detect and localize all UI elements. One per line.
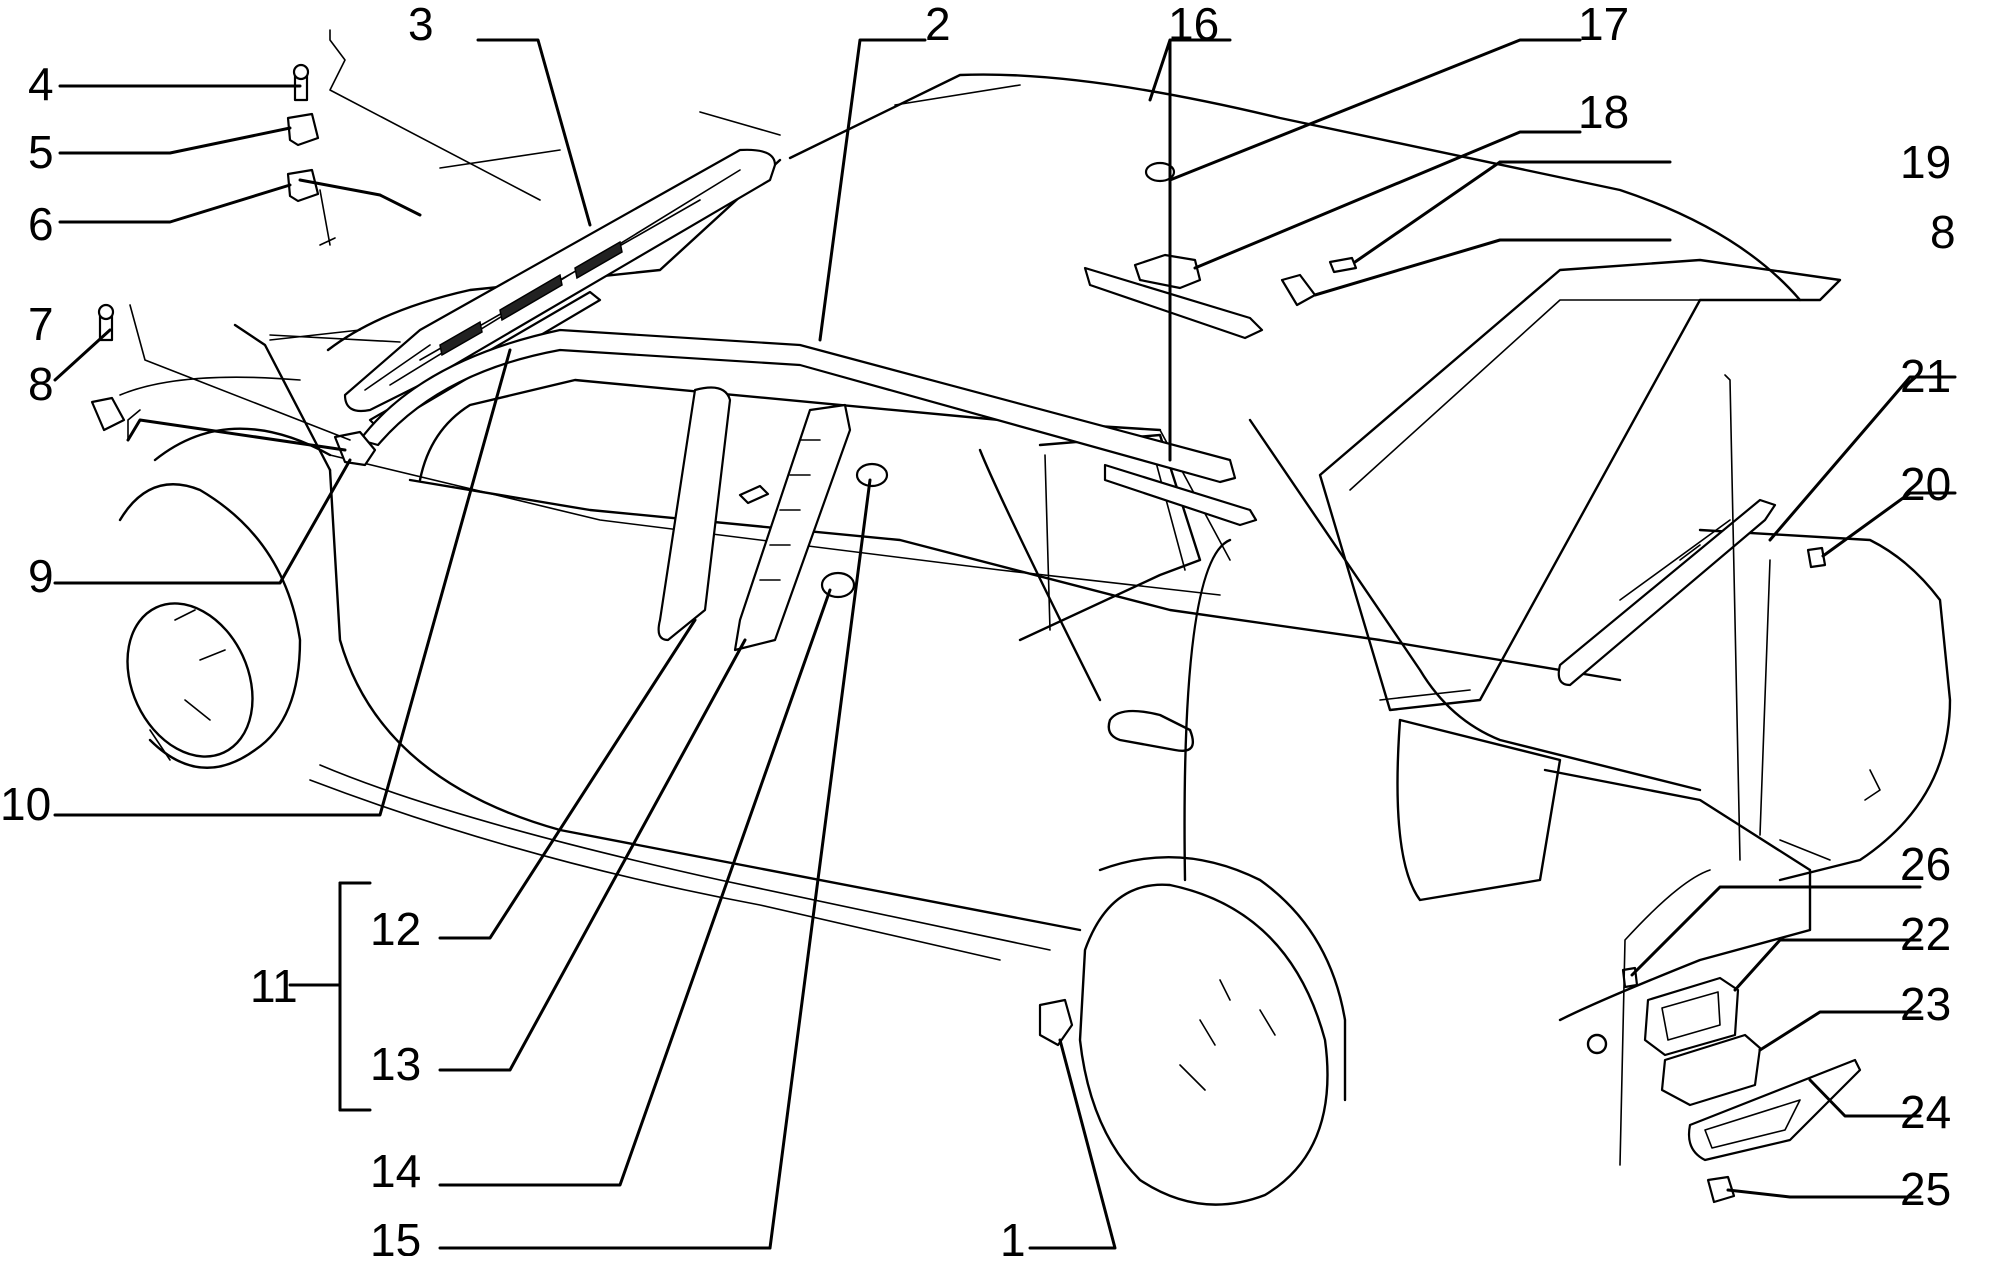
part-21-wiper-assembly: [1557, 498, 1777, 687]
label-23: 23: [1900, 978, 1951, 1030]
label-4: 4: [28, 58, 54, 110]
leader-lines: [53, 29, 1957, 1250]
part-8-right-clip: [1280, 273, 1317, 307]
label-17: 17: [1578, 0, 1629, 50]
front-wheel: [118, 483, 302, 769]
belt-line: [408, 478, 1622, 682]
part-5-cap: [286, 112, 320, 147]
front-door-window: [418, 378, 1162, 482]
trim-screw: [738, 484, 770, 505]
label-7: 7: [28, 298, 54, 350]
part-19-screw: [1328, 256, 1358, 274]
part-9-bracket: [333, 430, 377, 467]
door-handle: [1107, 709, 1195, 752]
part-23-housing: [1660, 1033, 1762, 1107]
label-15: 15: [370, 1214, 421, 1256]
label-5: 5: [28, 126, 54, 178]
part-22-frame: [1643, 976, 1740, 1057]
rear-wheel-arch: [1098, 855, 1347, 1102]
part-17-nut: [1144, 161, 1176, 183]
rear-bumper: [1543, 768, 1812, 1022]
label-22: 22: [1900, 908, 1951, 960]
roof-line: [788, 73, 1802, 302]
label-6: 6: [28, 198, 54, 250]
label-8-right: 8: [1930, 206, 1956, 258]
label-8-left: 8: [28, 358, 54, 410]
label-19: 19: [1900, 136, 1951, 188]
part-2-roof-rail: [358, 328, 1237, 484]
label-26: 26: [1900, 838, 1951, 890]
part-20-screw: [1806, 546, 1827, 569]
part-1-clip: [1038, 998, 1074, 1047]
label-14: 14: [370, 1145, 421, 1197]
label-2: 2: [925, 0, 951, 50]
car-body-outline: [118, 73, 1952, 1206]
part-25-grommet: [1706, 1175, 1736, 1204]
label-1: 1: [1000, 1214, 1026, 1256]
rear-wheel: [1078, 883, 1329, 1206]
part-8-left-clip: [90, 396, 126, 432]
label-9: 9: [28, 550, 54, 602]
label-21: 21: [1900, 350, 1951, 402]
label-12: 12: [370, 903, 421, 955]
label-18: 18: [1578, 86, 1629, 138]
label-13: 13: [370, 1038, 421, 1090]
part-14-grommet: [820, 571, 856, 599]
rocker-panel: [328, 468, 1082, 932]
rear-window: [1318, 258, 1842, 712]
part-15-clip: [855, 462, 889, 488]
label-16: 16: [1168, 0, 1219, 50]
part-16-handle-upper: [1083, 266, 1264, 340]
part-24-cover-plate: [1687, 1058, 1862, 1162]
front-hub: [126, 602, 254, 758]
label-3: 3: [408, 0, 434, 50]
label-20: 20: [1900, 458, 1951, 510]
label-24: 24: [1900, 1086, 1951, 1138]
label-11: 11: [250, 960, 298, 1012]
parts: [90, 63, 1862, 1204]
part-6-cap: [286, 168, 320, 203]
label-10: 10: [0, 778, 51, 830]
tailgate-outline: [1698, 528, 1952, 882]
part-12-pillar-seal: [657, 386, 732, 642]
tail-light: [1396, 718, 1562, 902]
c-pillar: [1248, 418, 1702, 792]
exhaust-tip: [1586, 1033, 1608, 1055]
label-25: 25: [1900, 1163, 1951, 1215]
part-18-clip: [1133, 253, 1202, 290]
part-16-handle-lower: [1103, 463, 1258, 527]
part-13-pillar-trim: [733, 403, 852, 652]
